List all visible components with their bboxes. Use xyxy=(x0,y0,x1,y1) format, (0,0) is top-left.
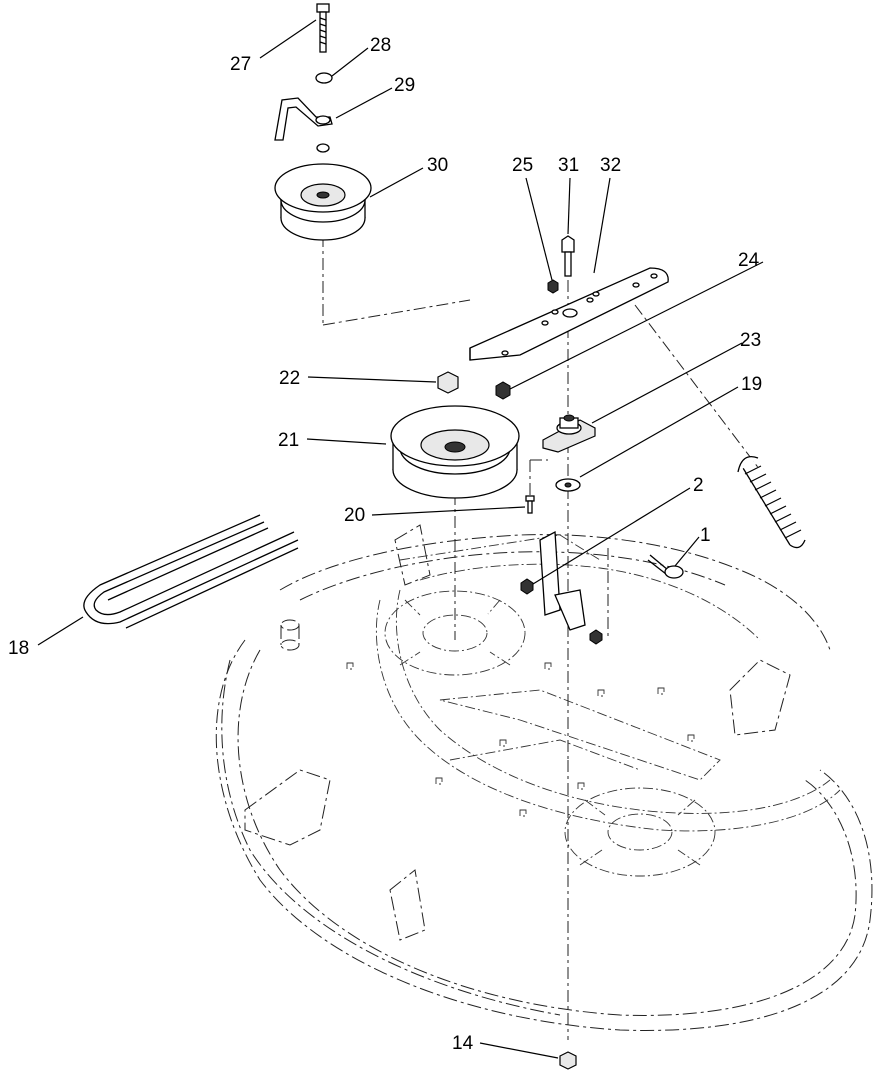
spindle-plate-right xyxy=(564,787,716,877)
callout-23: 23 xyxy=(740,330,761,351)
assembly-centerlines xyxy=(322,235,761,1040)
callout-20: 20 xyxy=(344,505,365,526)
washer-29-hole xyxy=(315,115,331,125)
callout-30: 30 xyxy=(427,155,448,176)
idler-pulley-part-30 xyxy=(274,163,372,241)
bolt-part-31 xyxy=(561,235,575,277)
spacer-washer xyxy=(316,143,330,153)
spindle-plate-left xyxy=(384,590,526,676)
callout-labels: 27 28 29 30 25 31 32 24 23 19 22 21 20 2… xyxy=(8,35,762,1054)
callout-25: 25 xyxy=(512,155,533,176)
nut-part-14 xyxy=(559,1051,577,1070)
callout-32: 32 xyxy=(600,155,621,176)
nut-part-22 xyxy=(437,371,459,394)
callout-27: 27 xyxy=(230,54,251,75)
callout-2: 2 xyxy=(693,475,704,496)
callout-21: 21 xyxy=(278,430,299,451)
eye-bolt-part-1 xyxy=(647,554,684,579)
washer-part-28 xyxy=(315,72,333,84)
mower-deck-housing xyxy=(215,524,873,1031)
drive-belt-part-18 xyxy=(83,514,299,629)
callout-14: 14 xyxy=(452,1033,474,1054)
callout-29: 29 xyxy=(394,75,415,96)
idler-arm-part-32 xyxy=(469,267,669,361)
pivot-bracket-part-23 xyxy=(542,414,596,453)
washer-part-19 xyxy=(555,478,581,492)
callout-1: 1 xyxy=(700,525,711,546)
nut-part-24 xyxy=(495,381,511,400)
callout-19: 19 xyxy=(741,374,762,395)
deck-pulley-part-21 xyxy=(390,405,520,499)
leader-lines xyxy=(37,19,764,1059)
deck-holes xyxy=(346,662,695,817)
callout-24: 24 xyxy=(738,250,760,271)
callout-28: 28 xyxy=(370,35,391,56)
bolt-part-20 xyxy=(525,495,535,514)
nut-part-2 xyxy=(520,578,534,595)
bolt-part-27 xyxy=(316,3,330,53)
callout-18: 18 xyxy=(8,638,29,659)
idler-spring xyxy=(737,455,806,549)
nut-part-25 xyxy=(547,279,559,294)
callout-22: 22 xyxy=(279,368,300,389)
callout-31: 31 xyxy=(558,155,579,176)
idler-mount-bracket xyxy=(539,530,603,645)
